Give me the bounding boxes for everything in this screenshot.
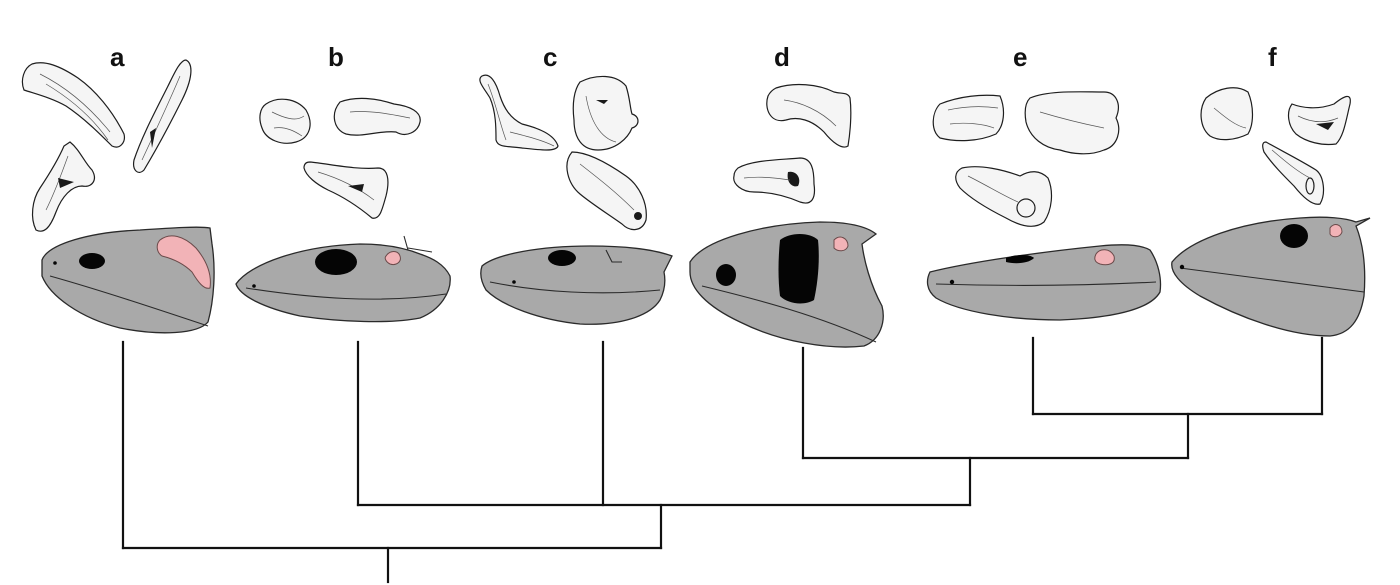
stapes-highlight: [384, 251, 401, 265]
stapes-highlight: [1329, 224, 1343, 238]
bone-drawings-a: [21, 59, 192, 232]
bone-drawings-e: [932, 91, 1120, 227]
taxon-label-a: a: [110, 42, 125, 72]
orbit: [1280, 224, 1308, 248]
taxon-label-f: f: [1268, 42, 1277, 72]
naris: [716, 264, 736, 286]
stapes-bone-drawing-icon: [21, 62, 125, 148]
stapes-bone-drawing-icon: [1287, 95, 1351, 146]
orbit: [548, 250, 576, 266]
taxon-label-d: d: [774, 42, 790, 72]
skull-silhouette-c: [480, 245, 673, 325]
stapes-bone-drawing-icon: [31, 141, 95, 232]
stapes-bone-drawing-icon: [566, 151, 647, 231]
stapes-bone-drawing-icon: [733, 157, 816, 204]
stapes-bone-drawing-icon: [955, 166, 1053, 227]
stapes-highlight: [833, 236, 849, 252]
skull-silhouette-d: [689, 221, 884, 348]
bone-drawings-d: [733, 83, 852, 204]
stapes-bone-drawing-icon: [479, 74, 559, 151]
bone-drawings-c: [479, 74, 647, 231]
skull-silhouette-f: [1171, 216, 1371, 337]
stapes-highlight: [156, 235, 211, 289]
stapes-highlight: [605, 249, 622, 263]
stapes-bone-drawing-icon: [1200, 87, 1254, 141]
taxon-label-b: b: [328, 42, 344, 72]
stapes-bone-drawing-icon: [1262, 141, 1325, 205]
taxon-label-c: c: [543, 42, 557, 72]
stapes-bone-drawing-icon: [133, 59, 192, 173]
taxon-label-e: e: [1013, 42, 1027, 72]
skull-silhouette-a: [41, 226, 215, 334]
orbit: [1006, 255, 1034, 264]
bone-drawings-b: [259, 97, 421, 219]
stapes-bone-drawing-icon: [303, 161, 389, 219]
stapes-highlight: [1094, 249, 1115, 266]
bone-drawings-f: [1200, 87, 1351, 205]
stapes-bone-drawing-icon: [572, 75, 639, 151]
stapes-bone-drawing-icon: [259, 98, 311, 144]
stapes-bone-drawing-icon: [932, 94, 1005, 142]
stapes-bone-drawing-icon: [333, 97, 421, 136]
stapes-bone-drawing-icon: [766, 83, 852, 148]
orbit: [778, 234, 819, 304]
skull-silhouette-e: [926, 244, 1162, 321]
orbit: [315, 249, 357, 275]
skull-silhouette-b: [235, 235, 451, 323]
orbit: [79, 253, 105, 269]
stapes-bone-drawing-icon: [1024, 91, 1120, 155]
cladogram-branch-icon: [121, 336, 1324, 584]
